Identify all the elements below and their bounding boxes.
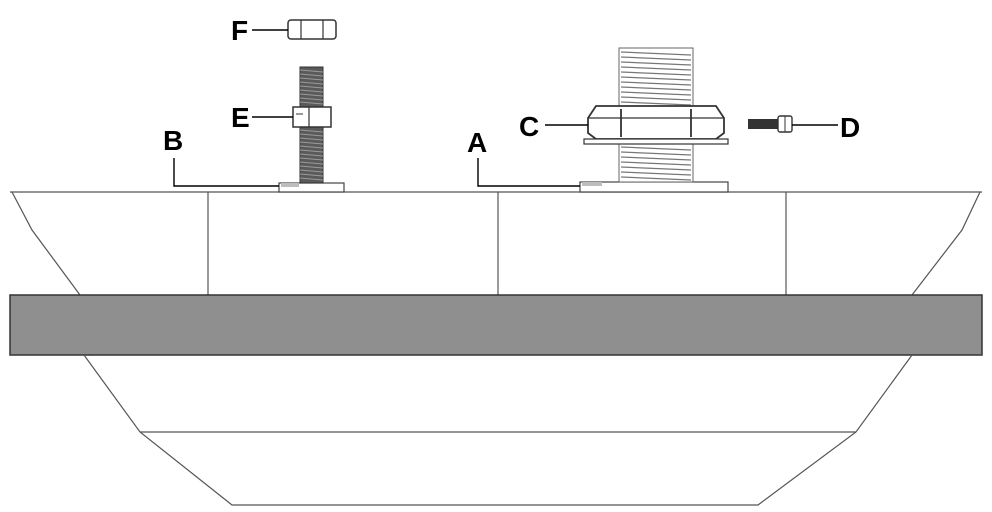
hex-nut-c xyxy=(583,105,729,145)
thread-line xyxy=(299,153,324,157)
large-washer-a xyxy=(579,181,729,193)
thread-line xyxy=(620,146,692,151)
thread-line xyxy=(299,161,324,165)
thread-line xyxy=(299,149,324,153)
label-d: D xyxy=(840,112,860,143)
thread-line xyxy=(620,151,692,156)
thread-line xyxy=(620,86,692,91)
thread-line xyxy=(299,169,324,173)
thread-line xyxy=(299,141,324,145)
hull-right-flare xyxy=(911,191,981,296)
thread-line xyxy=(620,51,692,56)
thread-line xyxy=(620,66,692,71)
thread-line xyxy=(620,171,692,176)
thread-line xyxy=(299,77,324,81)
thread-line xyxy=(299,73,324,77)
thread-line xyxy=(299,133,324,137)
washer-shading xyxy=(281,183,299,187)
hull-upper xyxy=(10,191,982,296)
thread-line xyxy=(620,176,692,181)
hull-lower xyxy=(83,354,913,506)
thread-line xyxy=(620,81,692,86)
thread-line xyxy=(299,69,324,73)
through-hull-assembly xyxy=(579,47,793,193)
label-b: B xyxy=(163,125,183,156)
label-a: A xyxy=(467,127,487,158)
thread-line xyxy=(299,145,324,149)
thread-line xyxy=(620,166,692,171)
body-threads xyxy=(620,51,692,181)
stud-threads xyxy=(299,69,324,181)
leader-a xyxy=(477,158,580,187)
thread-line xyxy=(620,156,692,161)
thread-line xyxy=(299,173,324,177)
label-e: E xyxy=(231,102,250,133)
thread-line xyxy=(620,76,692,81)
thread-line xyxy=(620,71,692,76)
thread-line xyxy=(299,165,324,169)
washer-shading-a xyxy=(582,182,602,186)
nut-e xyxy=(292,106,332,128)
screw-d xyxy=(748,115,793,133)
hull-left-flare xyxy=(11,191,81,296)
nut-f xyxy=(287,19,337,40)
thread-line xyxy=(299,97,324,101)
thread-line xyxy=(299,93,324,97)
leader-lines xyxy=(173,29,838,187)
thread-line xyxy=(299,137,324,141)
thread-line xyxy=(620,91,692,96)
thread-line xyxy=(620,101,692,106)
leader-b xyxy=(173,158,279,187)
thread-line xyxy=(299,89,324,93)
thread-line xyxy=(620,161,692,166)
thread-line xyxy=(620,61,692,66)
hull-lower-outline xyxy=(83,354,913,506)
mounting-panel xyxy=(9,294,983,356)
thread-line xyxy=(299,129,324,133)
thread-line xyxy=(299,81,324,85)
thread-line xyxy=(299,85,324,89)
stud-assembly xyxy=(278,19,345,193)
thread-line xyxy=(299,101,324,105)
thread-line xyxy=(299,177,324,181)
thread-line xyxy=(620,96,692,101)
label-c: C xyxy=(519,111,539,142)
thread-line xyxy=(299,157,324,161)
label-f: F xyxy=(231,15,248,46)
thread-line xyxy=(620,56,692,61)
